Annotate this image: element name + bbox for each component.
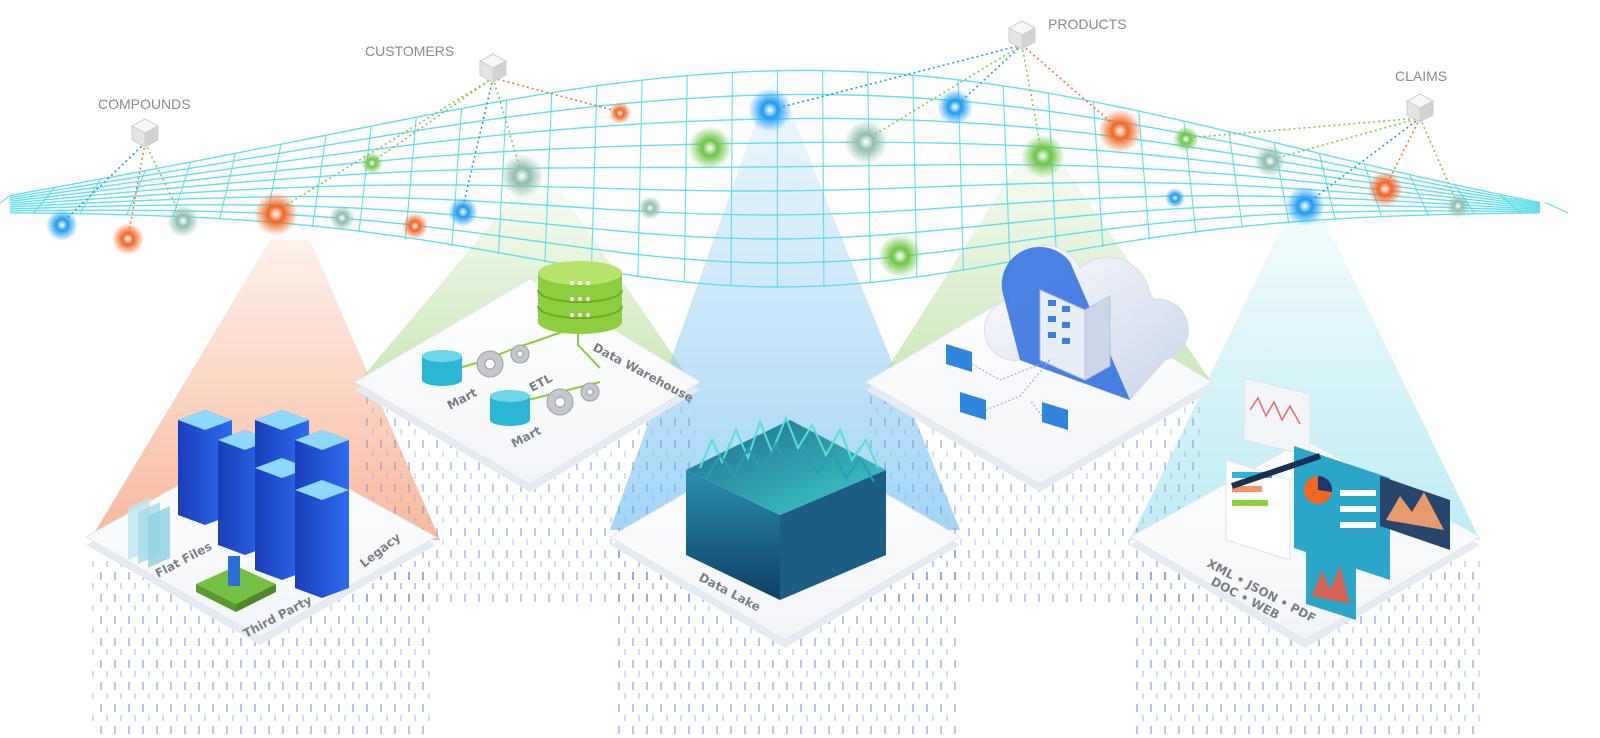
tile-cloud [865, 245, 1213, 492]
node [1254, 145, 1286, 177]
tile-data-lake: Data Lake [609, 415, 961, 648]
node [1021, 134, 1065, 178]
mesh-line [1409, 174, 1429, 216]
mesh-line [867, 72, 871, 283]
third-party-icon [196, 556, 276, 612]
mesh-line [683, 75, 688, 283]
node [878, 234, 922, 278]
node [500, 154, 544, 198]
tile-documents: XML • JSON • PDF DOC • WEB [1128, 377, 1482, 648]
flat-files-icon [128, 498, 170, 568]
entity-customers: CUSTOMERS [365, 43, 508, 83]
node [638, 196, 662, 220]
node [844, 120, 888, 164]
node [361, 152, 383, 174]
cube-icon [1405, 93, 1435, 123]
beam-documents [1130, 210, 1480, 540]
server-rack-icon [178, 410, 349, 598]
mesh-line [1499, 193, 1522, 214]
node [1173, 126, 1199, 152]
node [167, 205, 199, 237]
mesh-line [9, 163, 1541, 208]
entity-label: CLAIMS [1395, 68, 1447, 84]
mart-database-icon [422, 350, 462, 386]
tile-legacy-sources: Flat Files Third Party Legacy [84, 410, 438, 645]
node [1285, 186, 1325, 226]
node [254, 192, 298, 236]
data-lake-block [686, 415, 886, 600]
mesh-line [0, 195, 11, 204]
mesh-line [1092, 101, 1104, 248]
mesh-line [311, 135, 327, 228]
mesh-line [1002, 85, 1011, 264]
entity-compounds: COMPOUNDS [98, 96, 191, 148]
node [329, 205, 355, 231]
cube-icon [478, 53, 508, 83]
mesh-line [544, 92, 553, 263]
mart-database-icon [490, 390, 530, 426]
mesh-line [1318, 153, 1336, 221]
mesh-line [590, 85, 598, 270]
mesh-line [9, 181, 1541, 209]
mesh-line [32, 187, 56, 214]
node [448, 197, 478, 227]
node [402, 213, 428, 239]
mesh-line [1544, 201, 1569, 214]
entity-label: CUSTOMERS [365, 43, 454, 59]
mesh-line [1228, 131, 1243, 228]
node [1165, 188, 1185, 208]
network-links [971, 359, 1051, 417]
mesh-line [358, 126, 372, 233]
node [748, 88, 792, 132]
entity-label: PRODUCTS [1048, 16, 1127, 32]
entity-label: COMPOUNDS [98, 96, 191, 112]
beam-legacy [90, 240, 440, 540]
node [112, 223, 144, 255]
monitor-icon [946, 344, 1068, 430]
mesh-line [9, 69, 1541, 204]
cloud-server-icon [984, 245, 1189, 401]
node [46, 209, 78, 241]
node [1446, 194, 1470, 218]
entity-claims: CLAIMS [1395, 68, 1447, 123]
mesh-line [821, 70, 825, 287]
dashboard-screens [1225, 377, 1450, 620]
mesh-line [9, 141, 1541, 207]
node [1098, 109, 1142, 153]
entity-products: PRODUCTS [1007, 16, 1127, 50]
cube-icon [1007, 20, 1037, 50]
cube-icon [130, 118, 160, 148]
node [688, 126, 732, 170]
mesh-line [218, 153, 237, 220]
mesh-line [730, 72, 734, 286]
mesh-nodes [46, 88, 1470, 278]
gear-icon [476, 344, 600, 416]
database-icon [537, 261, 623, 334]
mesh-line [637, 80, 643, 277]
node [1367, 171, 1403, 207]
tile-data-warehouse: Mart ETL Mart Data Warehouse [354, 261, 701, 492]
node [609, 102, 631, 124]
node [937, 89, 973, 125]
